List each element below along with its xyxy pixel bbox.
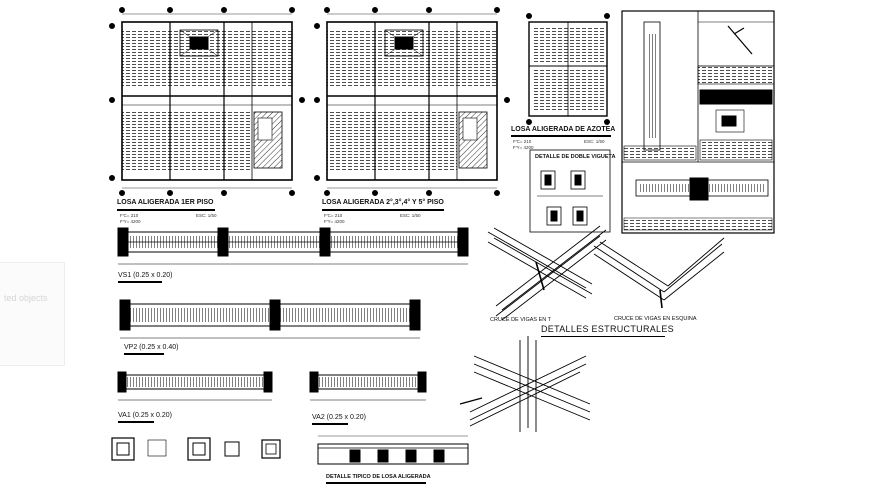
beam-label-vs1-underline	[118, 281, 162, 283]
plan-title-2-5-piso: LOSA ALIGERADA 2°,3°,4° Y 5° PISO	[322, 199, 444, 206]
plan-title-1er-piso: LOSA ALIGERADA 1ER PISO	[117, 199, 214, 206]
typical-slab-detail	[317, 435, 469, 465]
beam-elevation-va1	[117, 371, 273, 401]
floor-plan-1er-piso	[109, 7, 305, 196]
rebar-3d-column-joint	[459, 336, 591, 432]
beam-cross-t-label: CRUCE DE VIGAS EN T	[490, 317, 552, 323]
beam-cross-corner-label: CRUCE DE VIGAS EN ESQUINA	[614, 316, 697, 322]
beam-label-va2-underline	[312, 423, 348, 425]
plan-title-azotea: LOSA ALIGERADA DE AZOTEA	[511, 126, 616, 133]
beam-elevation-vs1	[117, 227, 469, 265]
roof-note-fy: F'Y= 4200	[513, 145, 534, 150]
roof-note-scale: ESC: 1/50	[584, 139, 605, 144]
floor-plan-azotea	[526, 13, 610, 125]
beam-label-va1: VA1 (0.25 x 0.20)	[118, 412, 172, 419]
rebar-3d-corner-joint	[593, 237, 725, 309]
plan2-note-scale: ESC: 1/50	[400, 213, 421, 218]
typical-slab-underline	[326, 482, 426, 484]
structural-details-title: DETALLES ESTRUCTURALES	[541, 324, 674, 334]
beam-label-va2: VA2 (0.25 x 0.20)	[312, 414, 366, 421]
column-sections	[111, 437, 281, 461]
plan-note-fc: F'C= 210	[120, 213, 139, 218]
beam-label-vp2-underline	[124, 353, 164, 355]
plan2-note-fc: F'C= 210	[324, 213, 343, 218]
beam-elevation-va2	[309, 371, 427, 401]
plan-title-1er-piso-underline	[117, 209, 215, 211]
roof-note-fc: F'C= 210	[513, 139, 532, 144]
plan-note-fy: F'Y= 4200	[120, 219, 141, 224]
double-joist-detail	[529, 149, 611, 233]
ghost-overlay-panel: ted objects	[0, 262, 65, 366]
rebar-3d-tee-joint	[487, 225, 607, 321]
typical-slab-title: DETALLE TIPICO DE LOSA ALIGERADA	[326, 474, 431, 480]
plan-note-scale: ESC: 1/50	[196, 213, 217, 218]
double-joist-title: DETALLE DE DOBLE VIGUETA	[535, 154, 616, 160]
beam-elevation-vp2	[119, 299, 421, 339]
structural-details-underline	[541, 336, 665, 337]
floor-plan-2-5-piso	[314, 7, 510, 196]
plan-title-2-5-underline	[322, 209, 444, 211]
beam-label-vp2: VP2 (0.25 x 0.40)	[124, 344, 179, 351]
plan-title-azotea-underline	[511, 135, 611, 137]
title-block-panel	[621, 10, 775, 234]
plan2-note-fy: F'Y= 4200	[324, 219, 345, 224]
beam-label-vs1: VS1 (0.25 x 0.20)	[118, 272, 173, 279]
beam-label-va1-underline	[118, 421, 154, 423]
ghost-overlay-text: ted objects	[4, 293, 48, 303]
